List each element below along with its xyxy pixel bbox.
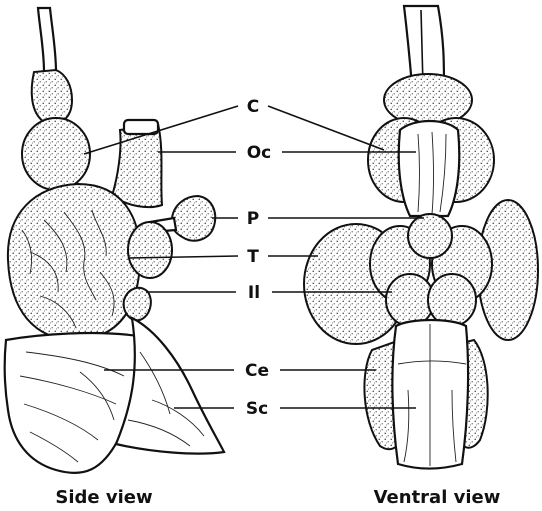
- optic-chiasma-side: [112, 124, 162, 207]
- optic-tract-ventral: [399, 121, 460, 216]
- olfactory-bulb-side: [32, 70, 72, 124]
- inferior-lobe-left-ventral: [386, 274, 434, 326]
- label-oc: Oc: [247, 143, 272, 163]
- label-p: P: [247, 209, 259, 229]
- ventral-view-brain: [304, 6, 538, 469]
- label-il: Il: [248, 283, 260, 303]
- inferior-lobe-right-ventral: [428, 274, 476, 326]
- label-sc: Sc: [246, 399, 268, 419]
- pituitary-side: [172, 196, 216, 241]
- side-view-brain: [5, 8, 224, 473]
- label-c: C: [247, 97, 259, 117]
- caption-side-view: Side view: [55, 487, 152, 508]
- label-t: T: [247, 247, 259, 267]
- label-ce: Ce: [245, 361, 269, 381]
- cerebellum-side: [5, 333, 139, 473]
- olfactory-nerve-side: [38, 8, 56, 72]
- leader-c-ventral: [268, 106, 384, 150]
- optic-lobe-side: [8, 184, 140, 340]
- pituitary-ventral: [408, 214, 452, 258]
- caption-ventral-view: Ventral view: [374, 487, 501, 508]
- torus-side: [128, 222, 172, 278]
- cerebrum-side: [22, 118, 90, 190]
